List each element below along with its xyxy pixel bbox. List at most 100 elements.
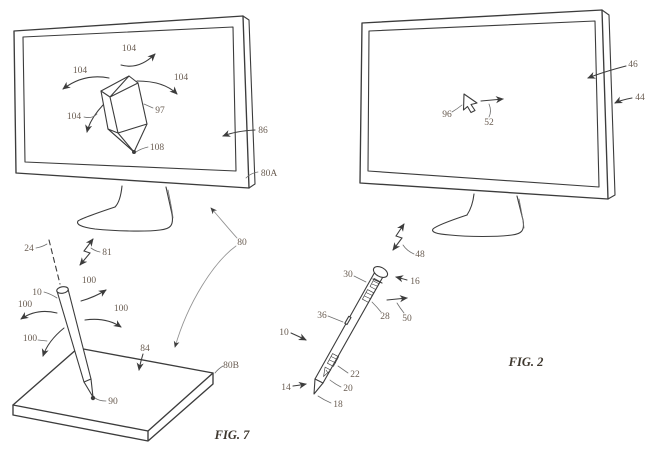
ref-label-90: 90 bbox=[108, 397, 118, 407]
leader-50 bbox=[396, 302, 405, 314]
screen-cursor: 96 52 bbox=[442, 93, 504, 128]
pointer-46 bbox=[587, 65, 627, 79]
ref-label-10-left: 10 bbox=[32, 288, 42, 298]
ref-label-96: 96 bbox=[442, 110, 452, 120]
rotation-arrow-left bbox=[62, 76, 110, 90]
leader-104d bbox=[83, 113, 98, 118]
ref-label-10-right: 10 bbox=[279, 328, 289, 338]
ref-label-30: 30 bbox=[343, 270, 353, 280]
monitor-stand-neck bbox=[466, 193, 475, 216]
monitor-stand-neck bbox=[114, 185, 123, 208]
ref-label-16: 16 bbox=[410, 277, 420, 287]
monitor-side-edge bbox=[601, 9, 616, 200]
contact-point bbox=[90, 395, 96, 401]
ref-label-84: 84 bbox=[140, 344, 150, 354]
side-button-36 bbox=[344, 315, 352, 326]
cursor-icon bbox=[462, 93, 478, 114]
right-monitor bbox=[359, 9, 616, 238]
fig2-caption: FIG. 2 bbox=[508, 355, 544, 369]
tilt-arrows bbox=[20, 289, 122, 357]
fig7-group: 104 104 104 104 97 108 86 80A 80 81 bbox=[12, 15, 278, 442]
leader-48 bbox=[402, 244, 415, 255]
fig7-caption: FIG. 7 bbox=[214, 428, 250, 442]
left-stylus bbox=[48, 239, 96, 401]
leader-28 bbox=[371, 301, 382, 313]
sensor-patch-22-hatch bbox=[329, 356, 338, 364]
tip-sensor-20 bbox=[323, 366, 332, 378]
tablet-thickness bbox=[12, 372, 214, 442]
bolt-48 bbox=[392, 223, 405, 251]
stylus-cap bbox=[56, 286, 69, 294]
leader-80A bbox=[245, 171, 259, 179]
rotation-arrow-right bbox=[136, 80, 178, 95]
monitor-stand-reflection bbox=[518, 198, 525, 229]
leader-80B bbox=[214, 365, 224, 374]
leader-20 bbox=[329, 379, 342, 388]
ref-label-80A: 80A bbox=[261, 169, 278, 179]
right-stylus bbox=[313, 266, 389, 395]
sensor-patch-30 bbox=[369, 278, 381, 290]
tablet-top-face bbox=[12, 347, 214, 432]
cursor-motion-arrow bbox=[480, 96, 504, 104]
wireless-bolt-icon: 48 bbox=[392, 223, 425, 260]
leader-90 bbox=[94, 397, 107, 402]
leader-36 bbox=[327, 315, 344, 323]
ref-label-50: 50 bbox=[402, 314, 412, 324]
ref-label-104-top: 104 bbox=[122, 44, 137, 54]
sensor-patch-22 bbox=[326, 353, 340, 367]
sensor-patch-30-hatch bbox=[371, 280, 379, 287]
prism-tip-lines bbox=[107, 128, 135, 153]
wireless-bolt-icon: 81 bbox=[79, 238, 112, 266]
leader-22 bbox=[337, 365, 349, 374]
tilt-arrow-right bbox=[84, 318, 122, 328]
system-arrow-to-tablet bbox=[173, 245, 237, 348]
ref-label-100d: 100 bbox=[23, 334, 38, 344]
rotation-arrows bbox=[62, 53, 178, 133]
fig2-group: 96 52 46 44 48 bbox=[279, 9, 645, 410]
ref-label-104-left: 104 bbox=[73, 66, 88, 76]
leader-96 bbox=[451, 104, 463, 113]
ref-label-36: 36 bbox=[317, 311, 327, 321]
ref-label-20: 20 bbox=[343, 384, 353, 394]
monitor-stand-foot bbox=[432, 195, 525, 238]
pointer-14 bbox=[292, 381, 307, 389]
system-arrow-to-monitor bbox=[210, 207, 238, 239]
ref-label-104-bottom: 104 bbox=[67, 112, 82, 122]
rotation-arrow-top bbox=[120, 53, 156, 67]
rotation-arrow-bottom-left bbox=[85, 104, 104, 133]
ref-label-80: 80 bbox=[237, 238, 247, 248]
ref-label-100a: 100 bbox=[82, 276, 97, 286]
leader-24 bbox=[35, 243, 48, 249]
ref-label-18: 18 bbox=[333, 400, 343, 410]
ref-label-100b: 100 bbox=[18, 300, 33, 310]
ref-label-14: 14 bbox=[281, 383, 291, 393]
stylus-tip-joint bbox=[314, 378, 324, 384]
leader-81 bbox=[90, 247, 101, 253]
ref-label-24: 24 bbox=[24, 244, 34, 254]
pointer-86 bbox=[222, 129, 256, 137]
ref-label-100c: 100 bbox=[114, 304, 129, 314]
ref-label-97: 97 bbox=[155, 106, 165, 116]
ref-label-104-right: 104 bbox=[174, 73, 189, 83]
ref-label-81: 81 bbox=[102, 248, 112, 258]
ref-label-44: 44 bbox=[635, 93, 645, 103]
prism-front-edge bbox=[109, 96, 119, 134]
ref-label-86: 86 bbox=[258, 126, 268, 136]
motion-arrow-50 bbox=[386, 295, 408, 303]
stylus-tip-joint bbox=[83, 378, 92, 383]
pointer-84 bbox=[136, 353, 144, 371]
ref-label-48: 48 bbox=[415, 250, 425, 260]
leader-52 bbox=[488, 103, 491, 118]
ref-label-46: 46 bbox=[628, 60, 638, 70]
tilt-arrow-left bbox=[20, 310, 58, 320]
tip-sensor-20-hatch bbox=[325, 369, 329, 374]
monitor-stand-reflection bbox=[167, 189, 174, 219]
leader-18 bbox=[317, 395, 332, 404]
ref-label-80B: 80B bbox=[223, 361, 239, 371]
pointer-10-right bbox=[290, 332, 307, 341]
leader-108 bbox=[135, 146, 149, 153]
ref-label-52: 52 bbox=[484, 118, 494, 128]
tilt-arrow-upper-right bbox=[80, 289, 107, 302]
monitor-screen bbox=[367, 20, 600, 188]
